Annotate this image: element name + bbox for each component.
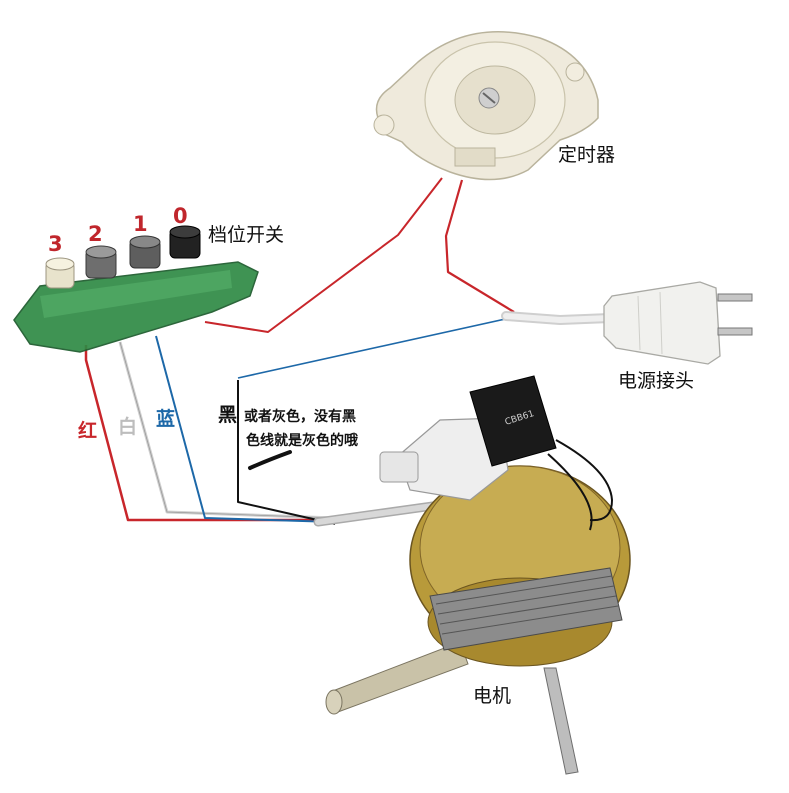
red-wire-timer: [204, 177, 443, 333]
red-wire-label: 红: [78, 420, 98, 442]
blue-wire-label: 蓝: [156, 408, 176, 430]
speed-number-1: 1: [133, 212, 148, 236]
black-wire-label: 黑: [218, 404, 238, 426]
speed-number-3: 3: [48, 232, 63, 256]
speed-number-0: 0: [173, 204, 188, 228]
red-wire-motor: [84, 345, 335, 522]
white-wire: [118, 341, 336, 520]
white-wire-label: 白: [118, 416, 138, 438]
black-wire: [237, 380, 336, 525]
red-wire-timer-plug: [444, 179, 515, 313]
motor: CBB61: [325, 375, 631, 775]
motor-label: 电机: [473, 685, 512, 707]
capacitor: CBB61: [469, 375, 557, 467]
note-line-1: 或者灰色，没有黑: [244, 409, 356, 425]
speed-switch: [13, 225, 259, 353]
power-plug: [603, 281, 753, 365]
switch-label: 档位开关: [208, 224, 285, 246]
speed-number-2: 2: [88, 222, 103, 246]
note-line-2: 色线就是灰色的哦: [246, 433, 358, 449]
blue-wire: [155, 335, 336, 523]
blue-wire-plug: [237, 317, 511, 379]
pen-mark: [248, 450, 292, 470]
timer: [373, 31, 599, 181]
wires: [84, 177, 615, 527]
timer-label: 定时器: [558, 144, 616, 166]
plug-label: 电源接头: [618, 370, 695, 392]
